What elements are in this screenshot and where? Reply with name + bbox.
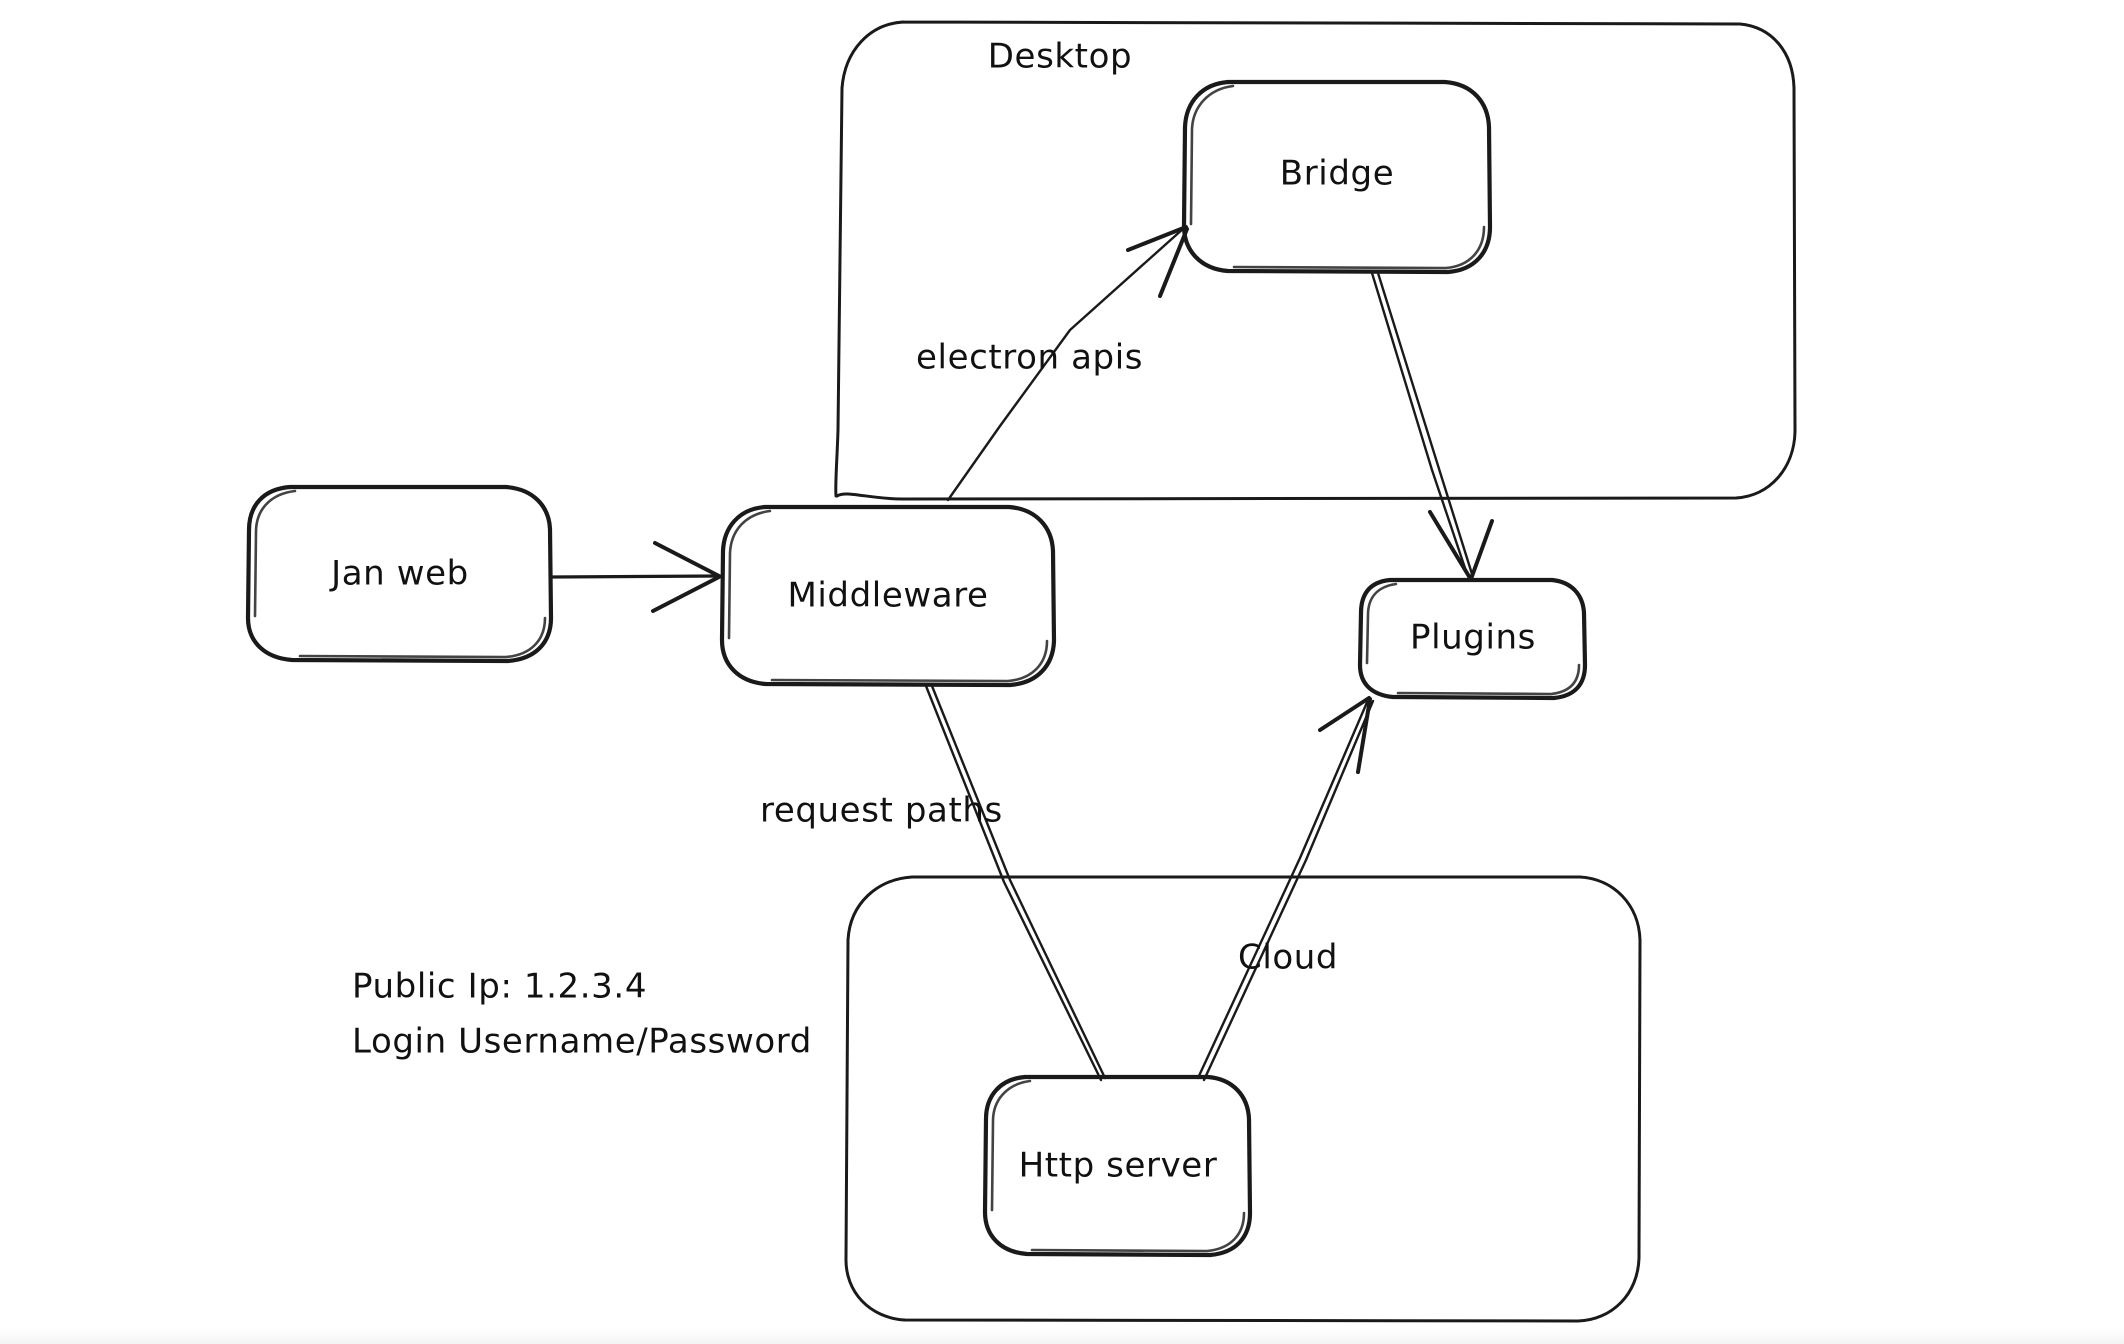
bridge-label: Bridge [1280, 154, 1394, 194]
middleware-to-bridge-arrowhead [1126, 225, 1189, 298]
middleware-to-bridge-line [946, 226, 1186, 502]
http-server-to-plugins-arrowhead [1318, 696, 1372, 774]
edge-label-cloud: Cloud [1238, 938, 1338, 978]
bridge-box-outline [1181, 79, 1493, 275]
plugins-label: Plugins [1410, 618, 1536, 658]
notes-block: Public Ip: 1.2.3.4 Login Username/Passwo… [352, 967, 812, 1062]
http-server-to-plugins-line-b [1202, 699, 1375, 1082]
container-cloud [844, 875, 1642, 1323]
edge-jan-web-to-middleware [551, 541, 721, 613]
node-plugins[interactable]: Plugins [1357, 577, 1588, 701]
middleware-to-http-server-line-a [930, 684, 1107, 1080]
node-http-server[interactable]: Http server [982, 1074, 1253, 1258]
http-server-to-plugins-line-a [1196, 698, 1370, 1080]
edge-http-server-to-plugins: Cloud [1196, 696, 1375, 1082]
plugins-box-outline-sketch [1365, 582, 1581, 696]
edge-label-electron-apis: electron apis [916, 338, 1143, 378]
middleware-label: Middleware [787, 576, 988, 616]
bridge-to-plugins-arrowhead [1428, 510, 1494, 581]
http-server-box-outline-sketch [990, 1079, 1246, 1253]
node-bridge[interactable]: Bridge [1181, 79, 1493, 275]
note-public-ip: Public Ip: 1.2.3.4 [352, 967, 647, 1007]
jan-web-box-outline [245, 484, 554, 664]
plugins-box-outline [1357, 577, 1588, 701]
container-desktop: Desktop [834, 20, 1797, 501]
bridge-box-outline-sketch [1189, 84, 1486, 270]
http-server-label: Http server [1019, 1146, 1218, 1186]
middleware-box-outline [719, 504, 1057, 688]
desktop-container-label: Desktop [988, 37, 1132, 77]
desktop-container-outline [834, 20, 1797, 501]
node-jan-web[interactable]: Jan web [245, 484, 554, 664]
jan-web-to-middleware-line [551, 574, 720, 579]
jan-web-to-middleware-arrowhead [651, 541, 721, 613]
edge-label-request-paths: request paths [760, 791, 1003, 831]
middleware-box-outline-sketch [727, 509, 1049, 683]
edge-bridge-to-plugins [1370, 271, 1494, 581]
node-middleware[interactable]: Middleware [719, 504, 1057, 688]
jan-web-box-outline-sketch [253, 489, 547, 659]
http-server-box-outline [982, 1074, 1253, 1258]
jan-web-label: Jan web [329, 554, 469, 594]
edge-middleware-to-http-server: request paths [760, 684, 1107, 1082]
edge-middleware-to-bridge: electron apis [916, 225, 1189, 502]
bridge-to-plugins-line-a [1370, 271, 1469, 576]
cloud-container-outline [844, 875, 1642, 1323]
middleware-to-http-server-line-b [924, 684, 1103, 1082]
bridge-to-plugins-line-b [1376, 271, 1474, 576]
bottom-edge-strip [0, 1328, 2124, 1344]
note-login-credentials: Login Username/Password [352, 1022, 812, 1062]
